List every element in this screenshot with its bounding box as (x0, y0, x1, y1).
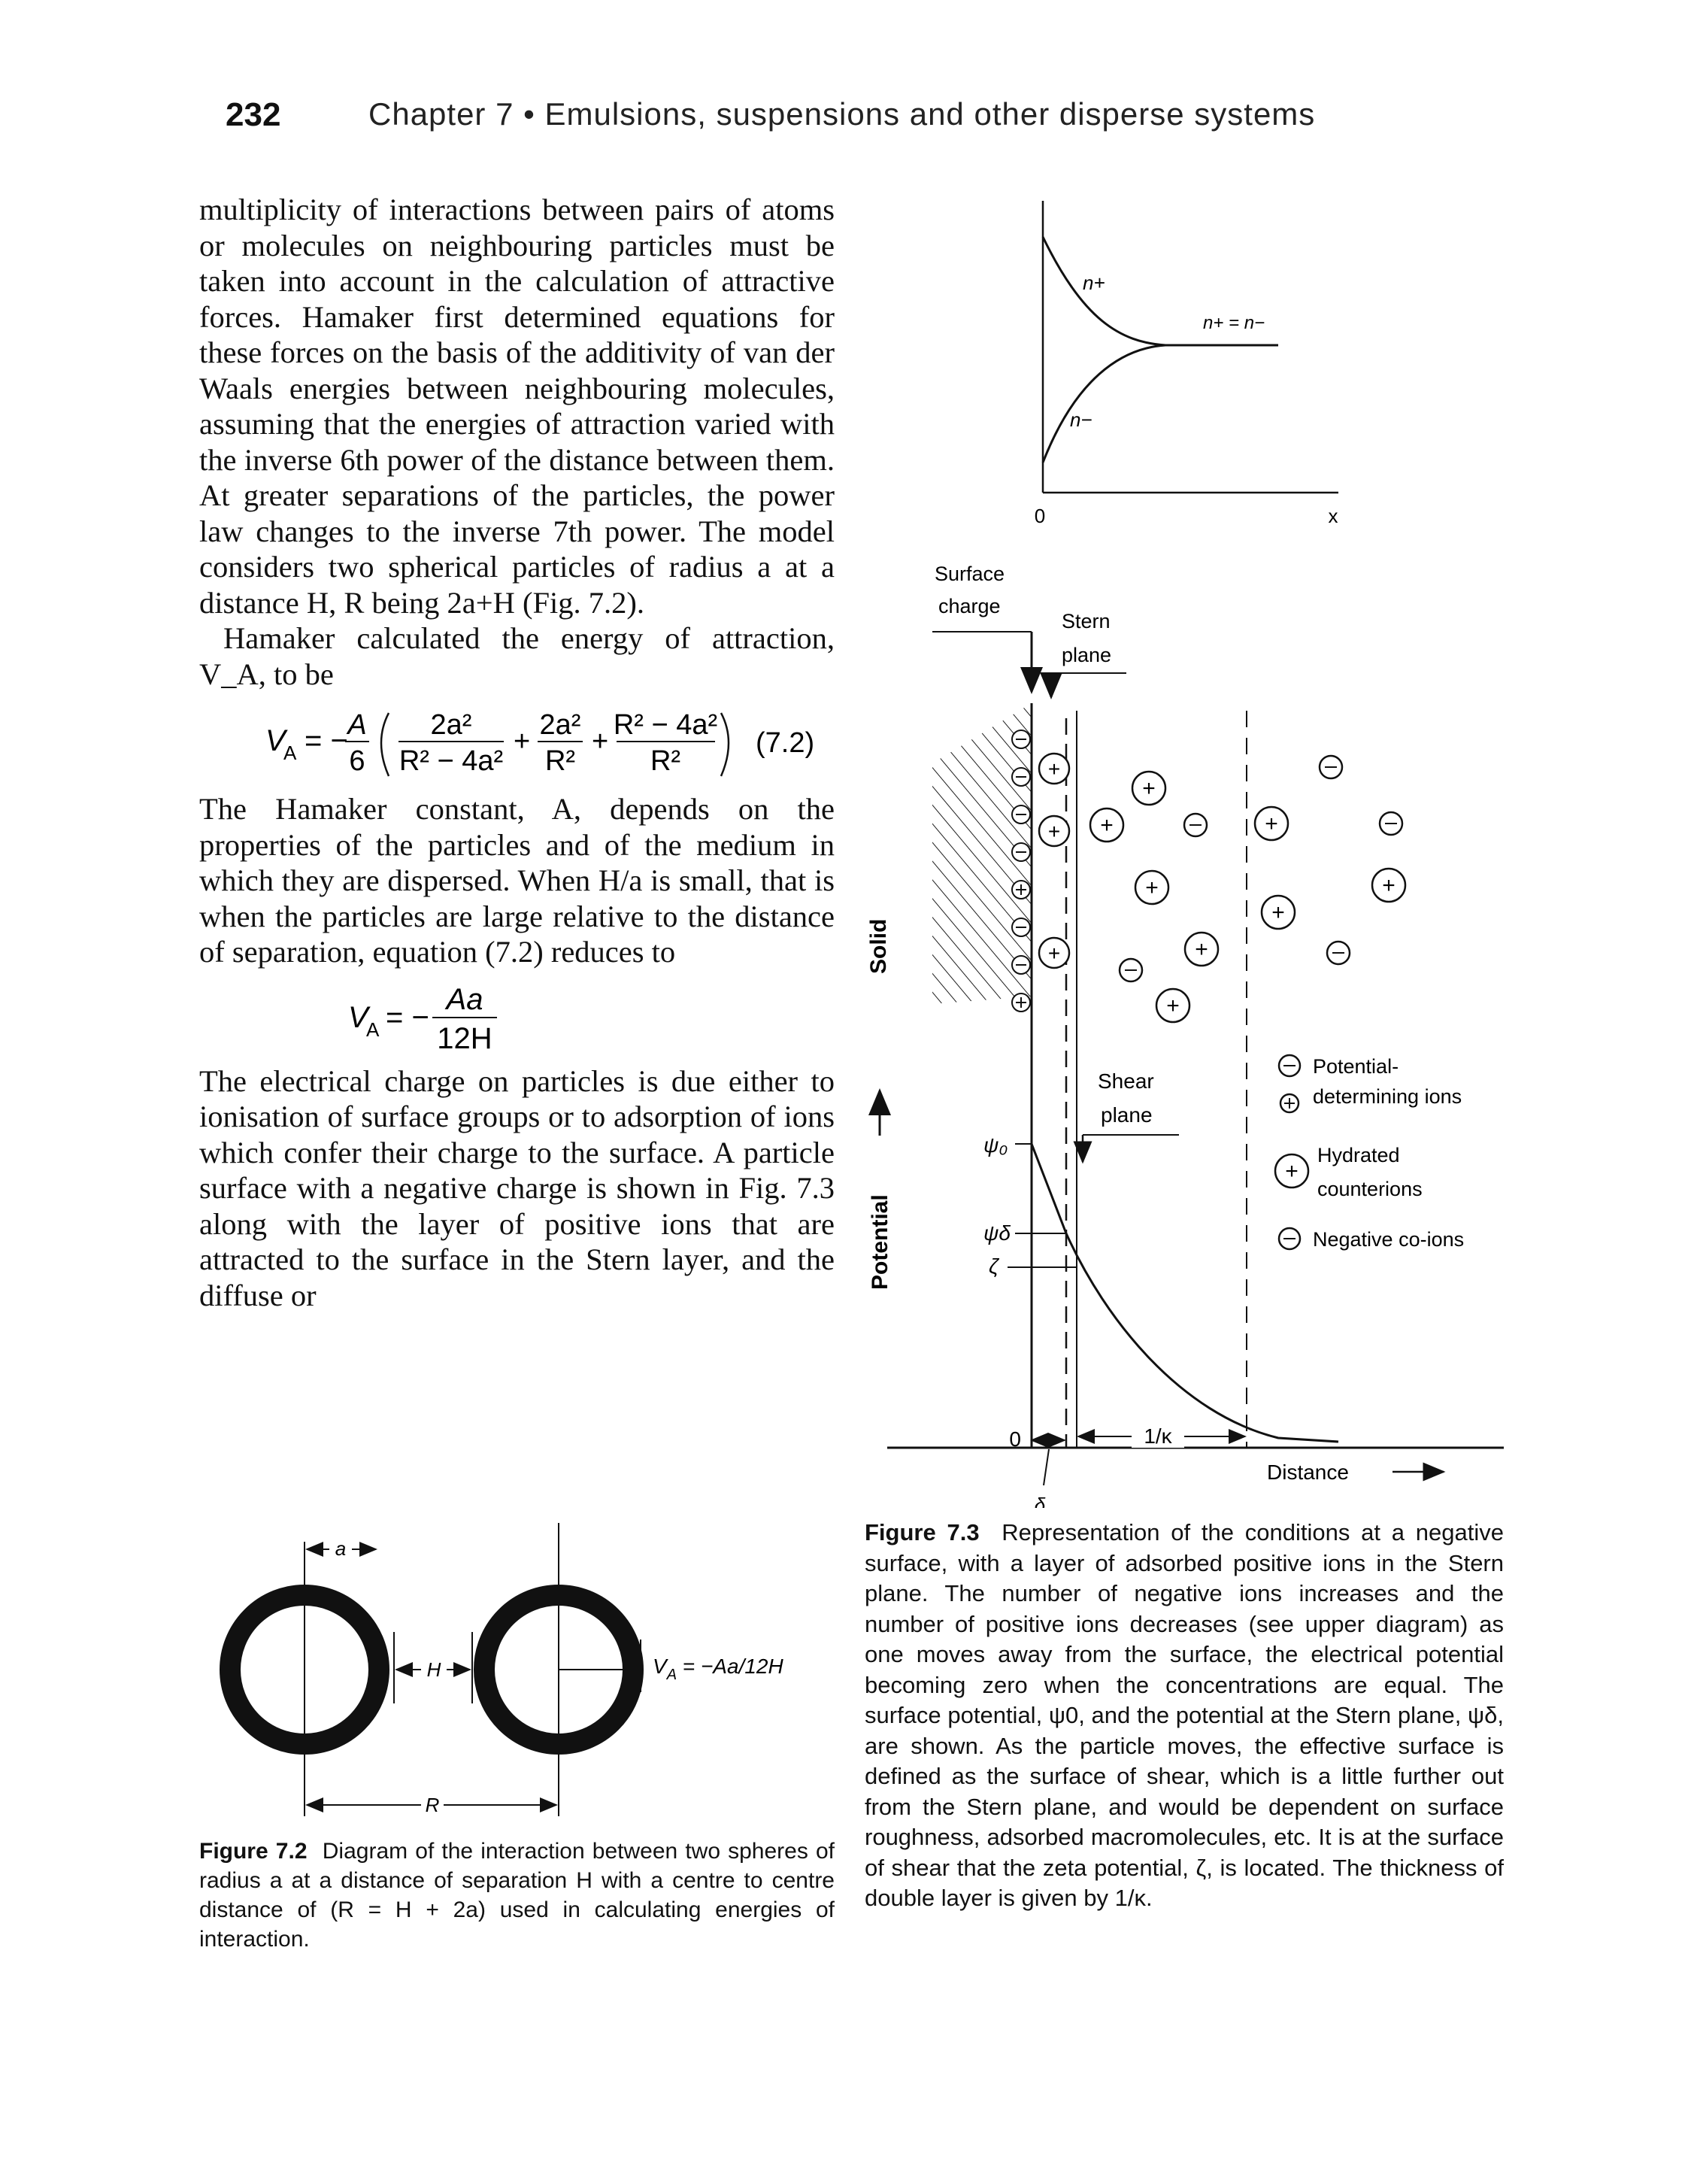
chapter-title: Chapter 7 • Emulsions, suspensions and o… (368, 96, 1316, 132)
eq-lhs: V (265, 724, 288, 757)
legend-hyd-1: Hydrated (1317, 1144, 1400, 1166)
n-minus-label: n− (1070, 408, 1092, 431)
legend-neg: Negative co-ions (1313, 1228, 1464, 1251)
eq2-equals: = − (386, 1001, 429, 1034)
figure-7-2-caption: Figure 7.2 Diagram of the interaction be… (199, 1837, 835, 1954)
figure-7-2: a H R VA = −Aa/12H (218, 1519, 835, 1873)
equation-7-2: V A = − A 6 2a² R² − 4a² + 2a² R² + R² −… (199, 696, 835, 787)
stern-label-2: plane (1062, 644, 1111, 666)
legend-pdi-1: Potential- (1313, 1055, 1399, 1078)
eq-equals: = − (305, 724, 348, 757)
label-R: R (426, 1794, 440, 1816)
eq-t1-den: R² − 4a² (399, 745, 503, 777)
eq-t3-num: R² − 4a² (614, 709, 717, 741)
eq-number: (7.2) (756, 727, 814, 759)
equal-label: n+ = n− (1203, 313, 1265, 333)
eq2-num: Aa (445, 983, 483, 1016)
surface-ions (1011, 730, 1031, 1012)
eq2-den: 12H (437, 1022, 492, 1055)
equation-reduced: V A = − Aa 12H (199, 976, 835, 1060)
svg-text:+: + (1285, 1159, 1299, 1184)
label-a: a (335, 1537, 346, 1560)
psi-delta-label: ψδ (983, 1221, 1011, 1245)
eq-coef-num: A (346, 709, 366, 741)
caption-label: Figure 7.3 (865, 1519, 980, 1545)
eq-lhs-sub: A (283, 742, 297, 764)
page-number: 232 (226, 96, 281, 133)
legend-hyd-2: counterions (1317, 1178, 1423, 1200)
concentration-plot: n+ n− n+ = n− 0 x (1035, 201, 1338, 527)
origin-bottom-label: 0 (1009, 1427, 1021, 1451)
eq-t1-num: 2a² (431, 709, 472, 741)
svg-text:+: + (1145, 875, 1159, 900)
potential-label: Potential (868, 1194, 892, 1290)
debye-label: 1/κ (1144, 1424, 1172, 1448)
label-VA: VA = −Aa/12H (653, 1655, 783, 1683)
svg-text:+: + (1271, 900, 1285, 925)
label-H: H (427, 1658, 441, 1681)
paragraph-4: The electrical charge on particles is du… (199, 1063, 835, 1312)
psi0-label: ψ₀ (983, 1133, 1008, 1157)
caption-text: Representation of the conditions at a ne… (865, 1519, 1504, 1911)
running-header: 232 Chapter 7 • Emulsions, suspensions a… (226, 96, 1504, 141)
paragraph-1: multiplicity of interactions between pai… (199, 193, 835, 620)
paragraph-3: The Hamaker constant, A, depends on the … (199, 792, 835, 969)
stern-counterions: + + + (1038, 752, 1071, 969)
caption-label: Figure 7.2 (199, 1839, 308, 1864)
origin-label: 0 (1035, 505, 1045, 527)
svg-text:+: + (1048, 757, 1060, 781)
paragraph-2: Hamaker calculated the energy of attract… (199, 621, 835, 691)
solid-hatch (932, 703, 1032, 1058)
surface-charge-label-1: Surface (935, 563, 1005, 585)
body-text-column: multiplicity of interactions between pai… (199, 192, 835, 1313)
n-plus-curve (1041, 236, 1278, 347)
distance-label: Distance (1267, 1461, 1349, 1484)
svg-text:+: + (1265, 811, 1278, 836)
svg-text:+: + (1048, 942, 1060, 965)
potential-curve (1030, 1143, 1339, 1443)
zeta-label: ζ (989, 1254, 1000, 1278)
n-plus-label: n+ (1083, 271, 1105, 294)
eq2-lhs: V (348, 1001, 371, 1034)
svg-text:+: + (1382, 873, 1396, 898)
caption-text: Diagram of the interaction between two s… (199, 1839, 835, 1952)
svg-text:+: + (1166, 993, 1180, 1018)
shear-label-1: Shear (1098, 1069, 1154, 1093)
eq-plus-2: + (592, 726, 608, 757)
diffuse-ions: + + + + + + + + (1089, 754, 1407, 1024)
figure-7-3: n+ n− n+ = n− 0 x Surface charge Stern p… (857, 192, 1519, 1516)
delta-label: δ (1035, 1494, 1046, 1508)
svg-text:+: + (1048, 820, 1060, 843)
figure-7-3-caption: Figure 7.3 Representation of the conditi… (865, 1518, 1504, 1914)
shear-label-2: plane (1101, 1103, 1153, 1127)
svg-text:+: + (1195, 937, 1208, 962)
svg-text:+: + (1142, 776, 1156, 801)
x-label: x (1329, 505, 1338, 527)
stern-label-1: Stern (1062, 610, 1111, 632)
svg-text:+: + (1100, 813, 1114, 838)
solid-label: Solid (866, 919, 891, 974)
n-minus-curve (1041, 344, 1166, 463)
eq2-lhs-sub: A (366, 1018, 380, 1041)
eq-t2-num: 2a² (540, 709, 581, 741)
eq-plus-1: + (514, 726, 530, 757)
ion-legend: Potential- determining ions + Hydrated c… (1274, 1054, 1464, 1251)
legend-pdi-2: determining ions (1313, 1085, 1462, 1108)
eq-coef-den: 6 (349, 745, 365, 777)
surface-charge-label-2: charge (938, 595, 1001, 617)
eq-t3-den: R² (650, 745, 680, 777)
eq-t2-den: R² (545, 745, 575, 777)
